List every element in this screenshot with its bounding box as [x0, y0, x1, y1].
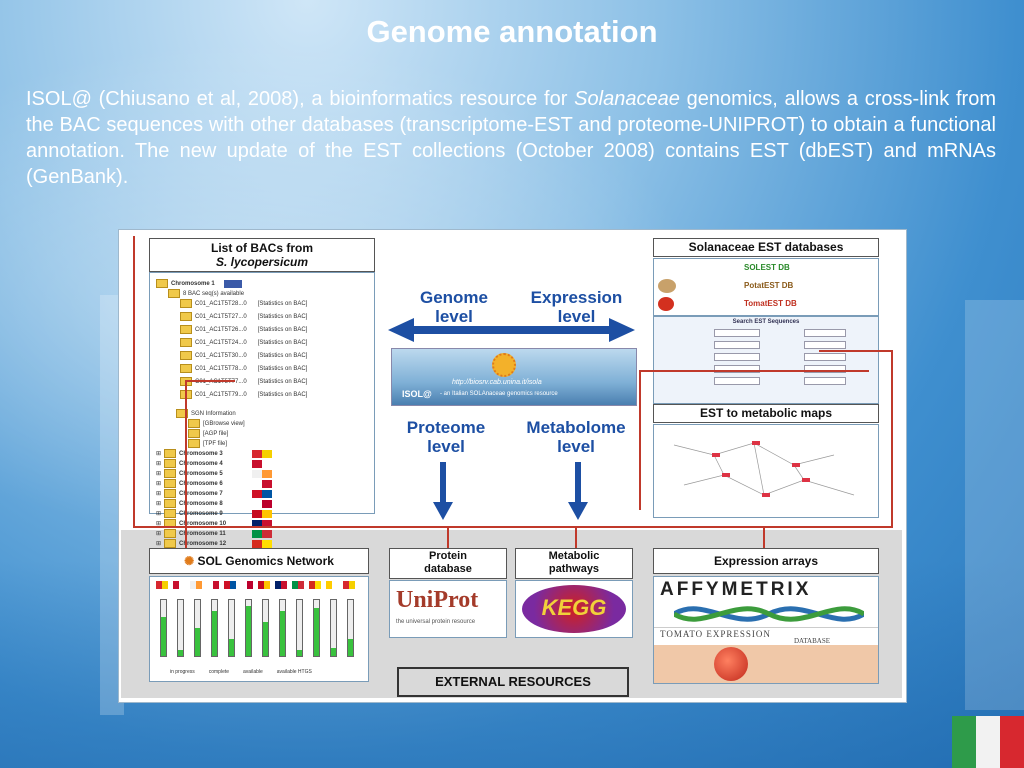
tree-row[interactable]: [GBrowse view] — [188, 419, 245, 428]
bac-list-header: List of BACs from S. lycopersicum — [149, 238, 375, 272]
isola-tagline: - an Italian SOLAnaceae genomics resourc… — [440, 391, 558, 397]
arrow-down-icon — [433, 462, 453, 520]
solest-link[interactable]: SOLEST DB — [744, 263, 790, 272]
country-flag-icon — [207, 581, 219, 589]
sgn-header: ✺ SOL Genomics Network — [149, 548, 369, 574]
tree-row[interactable]: 8 BAC seq(s) available — [168, 289, 244, 298]
tree-row[interactable]: C01_AC1T5T79...0[Statistics on BAC] — [180, 390, 307, 399]
metabolic-map-thumbnail — [653, 424, 879, 518]
est-search-form: Search EST Sequences — [653, 316, 879, 404]
chromosome-progress-tube — [347, 599, 354, 657]
kegg-logo[interactable]: KEGG — [515, 580, 633, 638]
tree-row[interactable]: ⊞Chromosome 12 — [156, 539, 273, 548]
protein-db-header: Protein database — [389, 548, 507, 579]
pathway-map-icon — [673, 441, 855, 497]
tree-row[interactable]: ⊞Chromosome 7 — [156, 489, 273, 498]
tree-row[interactable]: [TPF file] — [188, 439, 227, 448]
tree-row[interactable]: ⊞Chromosome 4 — [156, 459, 273, 468]
country-flag-icon — [173, 581, 185, 589]
bac-species: S. lycopersicum — [215, 255, 309, 269]
bac-tree: Chromosome 1 8 BAC seq(s) available SGN … — [149, 272, 375, 558]
chromosome-progress-tube — [262, 599, 269, 657]
chromosome-progress-tube — [279, 599, 286, 657]
tree-row[interactable]: ⊞Chromosome 9 — [156, 509, 273, 518]
slide-title: Genome annotation — [366, 14, 658, 49]
uniprot-text: UniProt — [396, 587, 479, 613]
chromosome-progress-tube — [211, 599, 218, 657]
tree-row[interactable]: ⊞Chromosome 6 — [156, 479, 273, 488]
tree-row[interactable]: C01_AC1T5T78...0[Statistics on BAC] — [180, 364, 307, 373]
country-flag-icon — [241, 581, 253, 589]
tree-row[interactable]: ⊞Chromosome 8 — [156, 499, 273, 508]
est-db-list: SOLEST DB PotatEST DB TomatEST DB — [653, 258, 879, 316]
external-resources-label: EXTERNAL RESOURCES — [397, 667, 629, 697]
diagram-panel: List of BACs from S. lycopersicum Chromo… — [118, 229, 907, 703]
country-flag-icon — [156, 581, 168, 589]
tree-row[interactable]: ⊞Chromosome 5 — [156, 469, 273, 478]
tree-row[interactable]: SGN Information — [176, 409, 236, 418]
search-est-title: Search EST Sequences — [732, 319, 800, 325]
country-flag-icon — [224, 581, 236, 589]
uniprot-logo[interactable]: UniProt the universal protein resource — [389, 580, 507, 638]
country-flag-icon — [343, 581, 355, 589]
tree-row[interactable]: Chromosome 1 — [156, 279, 242, 288]
chromosome-progress-tube — [245, 599, 252, 657]
expression-arrays-header: Expression arrays — [653, 548, 879, 574]
country-flag-icon — [275, 581, 287, 589]
genome-level-label: Genome level — [419, 288, 489, 326]
isola-name: ISOL@ — [402, 389, 432, 399]
chromosome-progress-tube — [160, 599, 167, 657]
bac-title: List of BACs from — [211, 241, 313, 255]
tree-row[interactable]: C01_AC1T5T26...0[Statistics on BAC] — [180, 325, 307, 334]
arrow-down-icon — [568, 462, 588, 520]
isola-banner: http://biosrv.cab.unina.it/isola ISOL@ -… — [391, 348, 637, 406]
country-flag-icon — [309, 581, 321, 589]
affymetrix-tomato-panel[interactable]: AFFYMETRIX TOMATO EXPRESSION DATABASE — [653, 576, 879, 684]
chromosome-progress-tube — [228, 599, 235, 657]
para-text-2: genomics, allows a cross-link from the B… — [26, 88, 996, 188]
para-italic: Solanaceae — [574, 88, 680, 110]
tomato-expression-text: TOMATO EXPRESSION — [660, 629, 771, 639]
metabolome-level-label: Metabolome level — [526, 418, 626, 456]
chromosome-progress-tube — [313, 599, 320, 657]
isola-url: http://biosrv.cab.unina.it/isola — [452, 379, 542, 386]
est-databases-header: Solanaceae EST databases — [653, 238, 879, 257]
tree-row[interactable]: ⊞Chromosome 11 — [156, 529, 273, 538]
chromosome-progress-tube — [194, 599, 201, 657]
double-arrow-icon — [388, 318, 635, 342]
est-maps-header: EST to metabolic maps — [653, 404, 879, 423]
kegg-text: KEGG — [541, 595, 607, 620]
database-text: DATABASE — [794, 637, 830, 645]
affymetrix-text: AFFYMETRIX — [660, 579, 812, 600]
para-text-1: ISOL@ (Chiusano et al, 2008), a bioinfor… — [26, 88, 575, 110]
slide-paragraph: ISOL@ (Chiusano et al, 2008), a bioinfor… — [26, 86, 996, 190]
country-flag-icon — [258, 581, 270, 589]
tomato-icon — [714, 647, 748, 681]
tree-row[interactable]: C01_AC1T5T24...0[Statistics on BAC] — [180, 338, 307, 347]
tree-row[interactable]: [AGP file] — [188, 429, 228, 438]
metabolic-pathways-header: Metabolic pathways — [515, 548, 633, 579]
tomato-icon — [658, 297, 674, 311]
potatest-link[interactable]: PotatEST DB — [744, 281, 794, 290]
tomatest-link[interactable]: TomatEST DB — [744, 299, 797, 308]
tree-row[interactable]: C01_AC1T5T30...0[Statistics on BAC] — [180, 351, 307, 360]
chromosome-progress-tube — [330, 599, 337, 657]
italy-flag-icon — [952, 716, 1024, 768]
chromosome-progress-tube — [177, 599, 184, 657]
tree-row[interactable]: ⊞Chromosome 3 — [156, 449, 273, 458]
potato-icon — [658, 279, 676, 293]
country-flag-icon — [190, 581, 202, 589]
proteome-level-label: Proteome level — [406, 418, 486, 456]
uniprot-subtitle: the universal protein resource — [396, 619, 476, 625]
expression-level-label: Expression level — [530, 288, 623, 326]
tree-row[interactable]: C01_AC1T5T27...0[Statistics on BAC] — [180, 312, 307, 321]
chromosome-progress-tube — [296, 599, 303, 657]
country-flag-icon — [292, 581, 304, 589]
tree-row[interactable]: C01_AC1T5T28...0[Statistics on BAC] — [180, 299, 307, 308]
country-flag-icon — [326, 581, 338, 589]
sun-icon — [492, 353, 516, 377]
affymetrix-wave-icon — [674, 606, 864, 622]
